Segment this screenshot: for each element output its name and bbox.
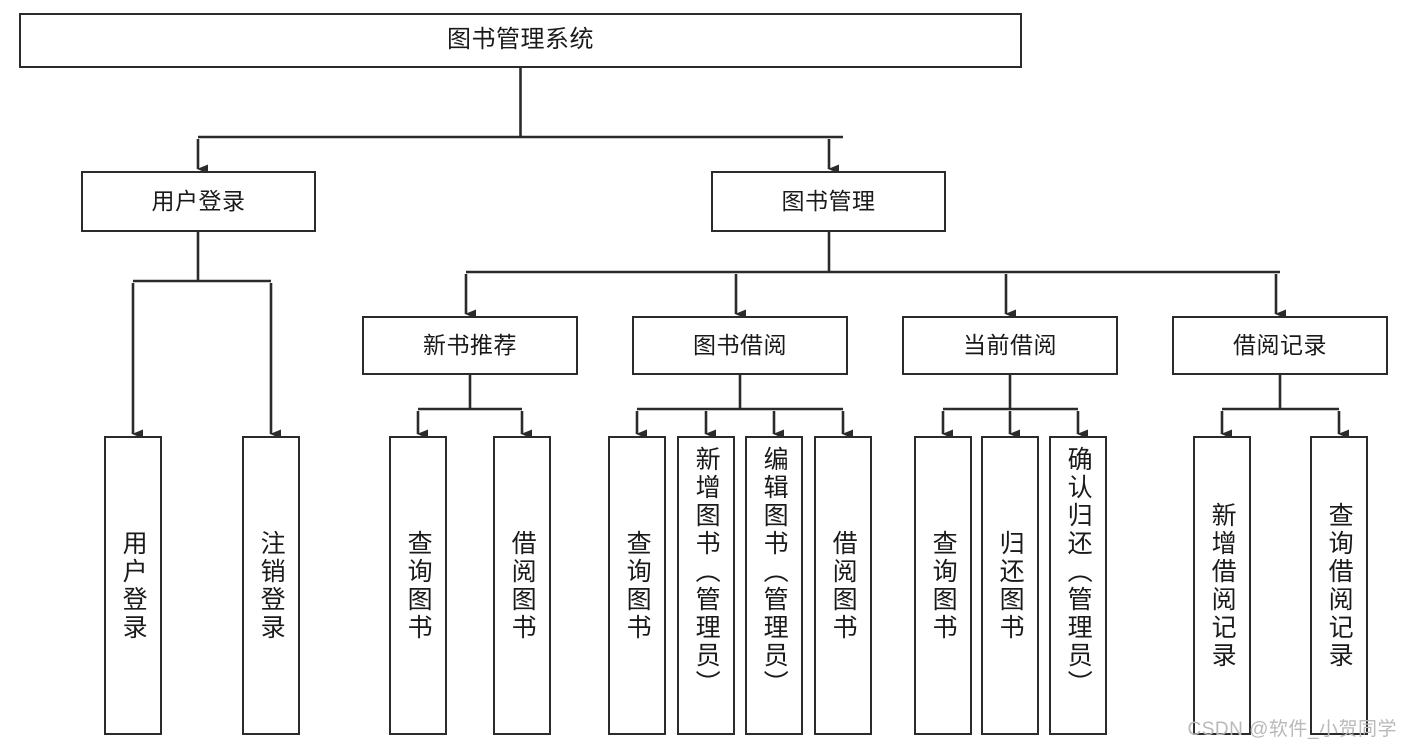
node-label: 查询借阅记录	[1325, 501, 1354, 670]
node-book-management[interactable]: 图书管理	[711, 171, 946, 232]
node-borrow-record[interactable]: 借阅记录	[1172, 316, 1388, 375]
node-label: 查询图书	[623, 529, 652, 642]
leaf-cb-return-book[interactable]: 归还图书	[981, 436, 1039, 735]
leaf-bb-borrow-book[interactable]: 借阅图书	[814, 436, 872, 735]
leaf-nb-query-book[interactable]: 查询图书	[389, 436, 447, 735]
leaf-br-query-record[interactable]: 查询借阅记录	[1310, 436, 1368, 735]
node-new-book-recommend[interactable]: 新书推荐	[362, 316, 578, 375]
node-label: 当前借阅	[963, 331, 1057, 358]
leaf-bb-query-book[interactable]: 查询图书	[608, 436, 666, 735]
node-book-borrow[interactable]: 图书借阅	[632, 316, 848, 375]
leaf-nb-borrow-book[interactable]: 借阅图书	[493, 436, 551, 735]
node-label: 归还图书	[996, 529, 1025, 642]
node-label: 新书推荐	[423, 331, 517, 358]
leaf-cb-confirm-return-admin[interactable]: 确认归还（管理员）	[1049, 436, 1107, 735]
node-label: 查询图书	[404, 529, 433, 642]
leaf-user-login[interactable]: 用户登录	[104, 436, 162, 735]
node-label: 查询图书	[929, 529, 958, 642]
node-label: 借阅记录	[1233, 331, 1327, 358]
leaf-cb-query-book[interactable]: 查询图书	[914, 436, 972, 735]
node-label: 借阅图书	[508, 529, 537, 642]
node-current-borrow[interactable]: 当前借阅	[902, 316, 1118, 375]
leaf-bb-edit-book-admin[interactable]: 编辑图书（管理员）	[745, 436, 803, 735]
node-label: 注销登录	[257, 529, 286, 642]
node-user-login[interactable]: 用户登录	[81, 171, 316, 232]
leaf-bb-add-book-admin[interactable]: 新增图书（管理员）	[677, 436, 735, 735]
node-label: 图书管理	[781, 187, 876, 214]
node-label: 编辑图书（管理员）	[760, 446, 789, 698]
leaf-br-add-record[interactable]: 新增借阅记录	[1193, 436, 1251, 735]
node-label: 确认归还（管理员）	[1064, 446, 1093, 698]
node-label: 用户登录	[151, 187, 246, 214]
node-label: 图书借阅	[693, 331, 787, 358]
node-label: 借阅图书	[829, 529, 858, 642]
node-label: 新增借阅记录	[1208, 501, 1237, 670]
csdn-watermark: CSDN @软件_小贺同学	[1187, 719, 1397, 740]
node-root-system[interactable]: 图书管理系统	[19, 13, 1022, 68]
leaf-logout[interactable]: 注销登录	[242, 436, 300, 735]
node-label: 新增图书（管理员）	[692, 446, 721, 698]
node-label: 用户登录	[119, 529, 148, 642]
node-label: 图书管理系统	[447, 26, 594, 54]
